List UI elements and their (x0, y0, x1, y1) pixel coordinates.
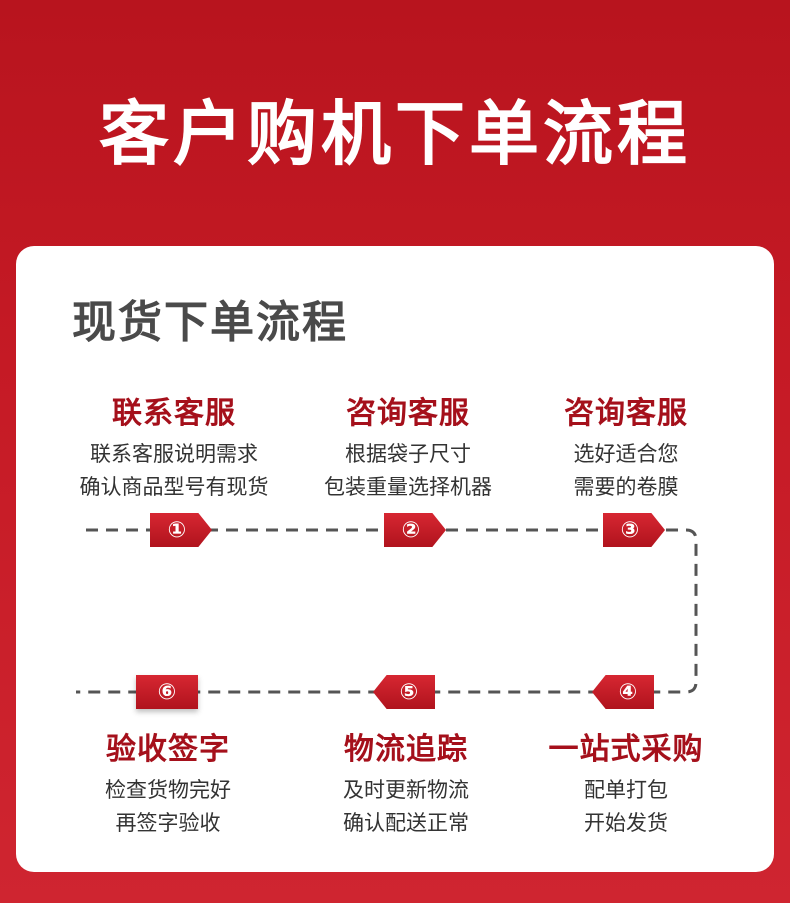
step-desc-line: 选好适合您 (573, 442, 679, 466)
step-desc-line: 检查货物完好 (105, 778, 231, 802)
step-title: 验收签字 (106, 732, 230, 767)
step-number-badge-5: ⑤ (373, 675, 435, 709)
flow-path (76, 528, 698, 694)
step-title: 物流追踪 (344, 732, 468, 767)
step-desc-line: 包装重量选择机器 (324, 475, 492, 499)
step-title: 咨询客服 (564, 396, 688, 431)
step-desc-line: 需要的卷膜 (573, 475, 679, 499)
card-title: 现货下单流程 (72, 297, 348, 348)
step-desc-line: 根据袋子尺寸 (345, 442, 471, 466)
step-4: 一站式采购 配单打包 开始发货 (506, 724, 746, 840)
step-title: 联系客服 (112, 396, 236, 431)
step-desc-line: 确认配送正常 (343, 811, 469, 835)
step-desc-line: 再签字验收 (115, 811, 221, 835)
process-card: 现货下单流程 联系客服 联系客服说明需求 确认商品型号有现货 咨询客服 根据袋子… (16, 246, 774, 872)
step-5: 物流追踪 及时更新物流 确认配送正常 (286, 724, 526, 840)
step-desc-line: 确认商品型号有现货 (79, 475, 269, 499)
step-number-badge-2: ② (384, 513, 446, 547)
step-title: 一站式采购 (548, 732, 704, 767)
step-number-badge-6: ⑥ (136, 675, 198, 709)
step-desc-line: 及时更新物流 (343, 778, 469, 802)
page-title: 客户购机下单流程 (99, 93, 691, 175)
step-6: 验收签字 检查货物完好 再签字验收 (48, 724, 288, 840)
step-2: 咨询客服 根据袋子尺寸 包装重量选择机器 (288, 388, 528, 504)
step-1: 联系客服 联系客服说明需求 确认商品型号有现货 (54, 388, 294, 504)
step-desc-line: 配单打包 (584, 778, 668, 802)
step-number-badge-1: ① (150, 513, 212, 547)
step-desc-line: 联系客服说明需求 (90, 442, 258, 466)
step-number-badge-4: ④ (592, 675, 654, 709)
step-number-badge-3: ③ (603, 513, 665, 547)
step-title: 咨询客服 (346, 396, 470, 431)
step-3: 咨询客服 选好适合您 需要的卷膜 (506, 388, 746, 504)
step-desc-line: 开始发货 (584, 811, 668, 835)
